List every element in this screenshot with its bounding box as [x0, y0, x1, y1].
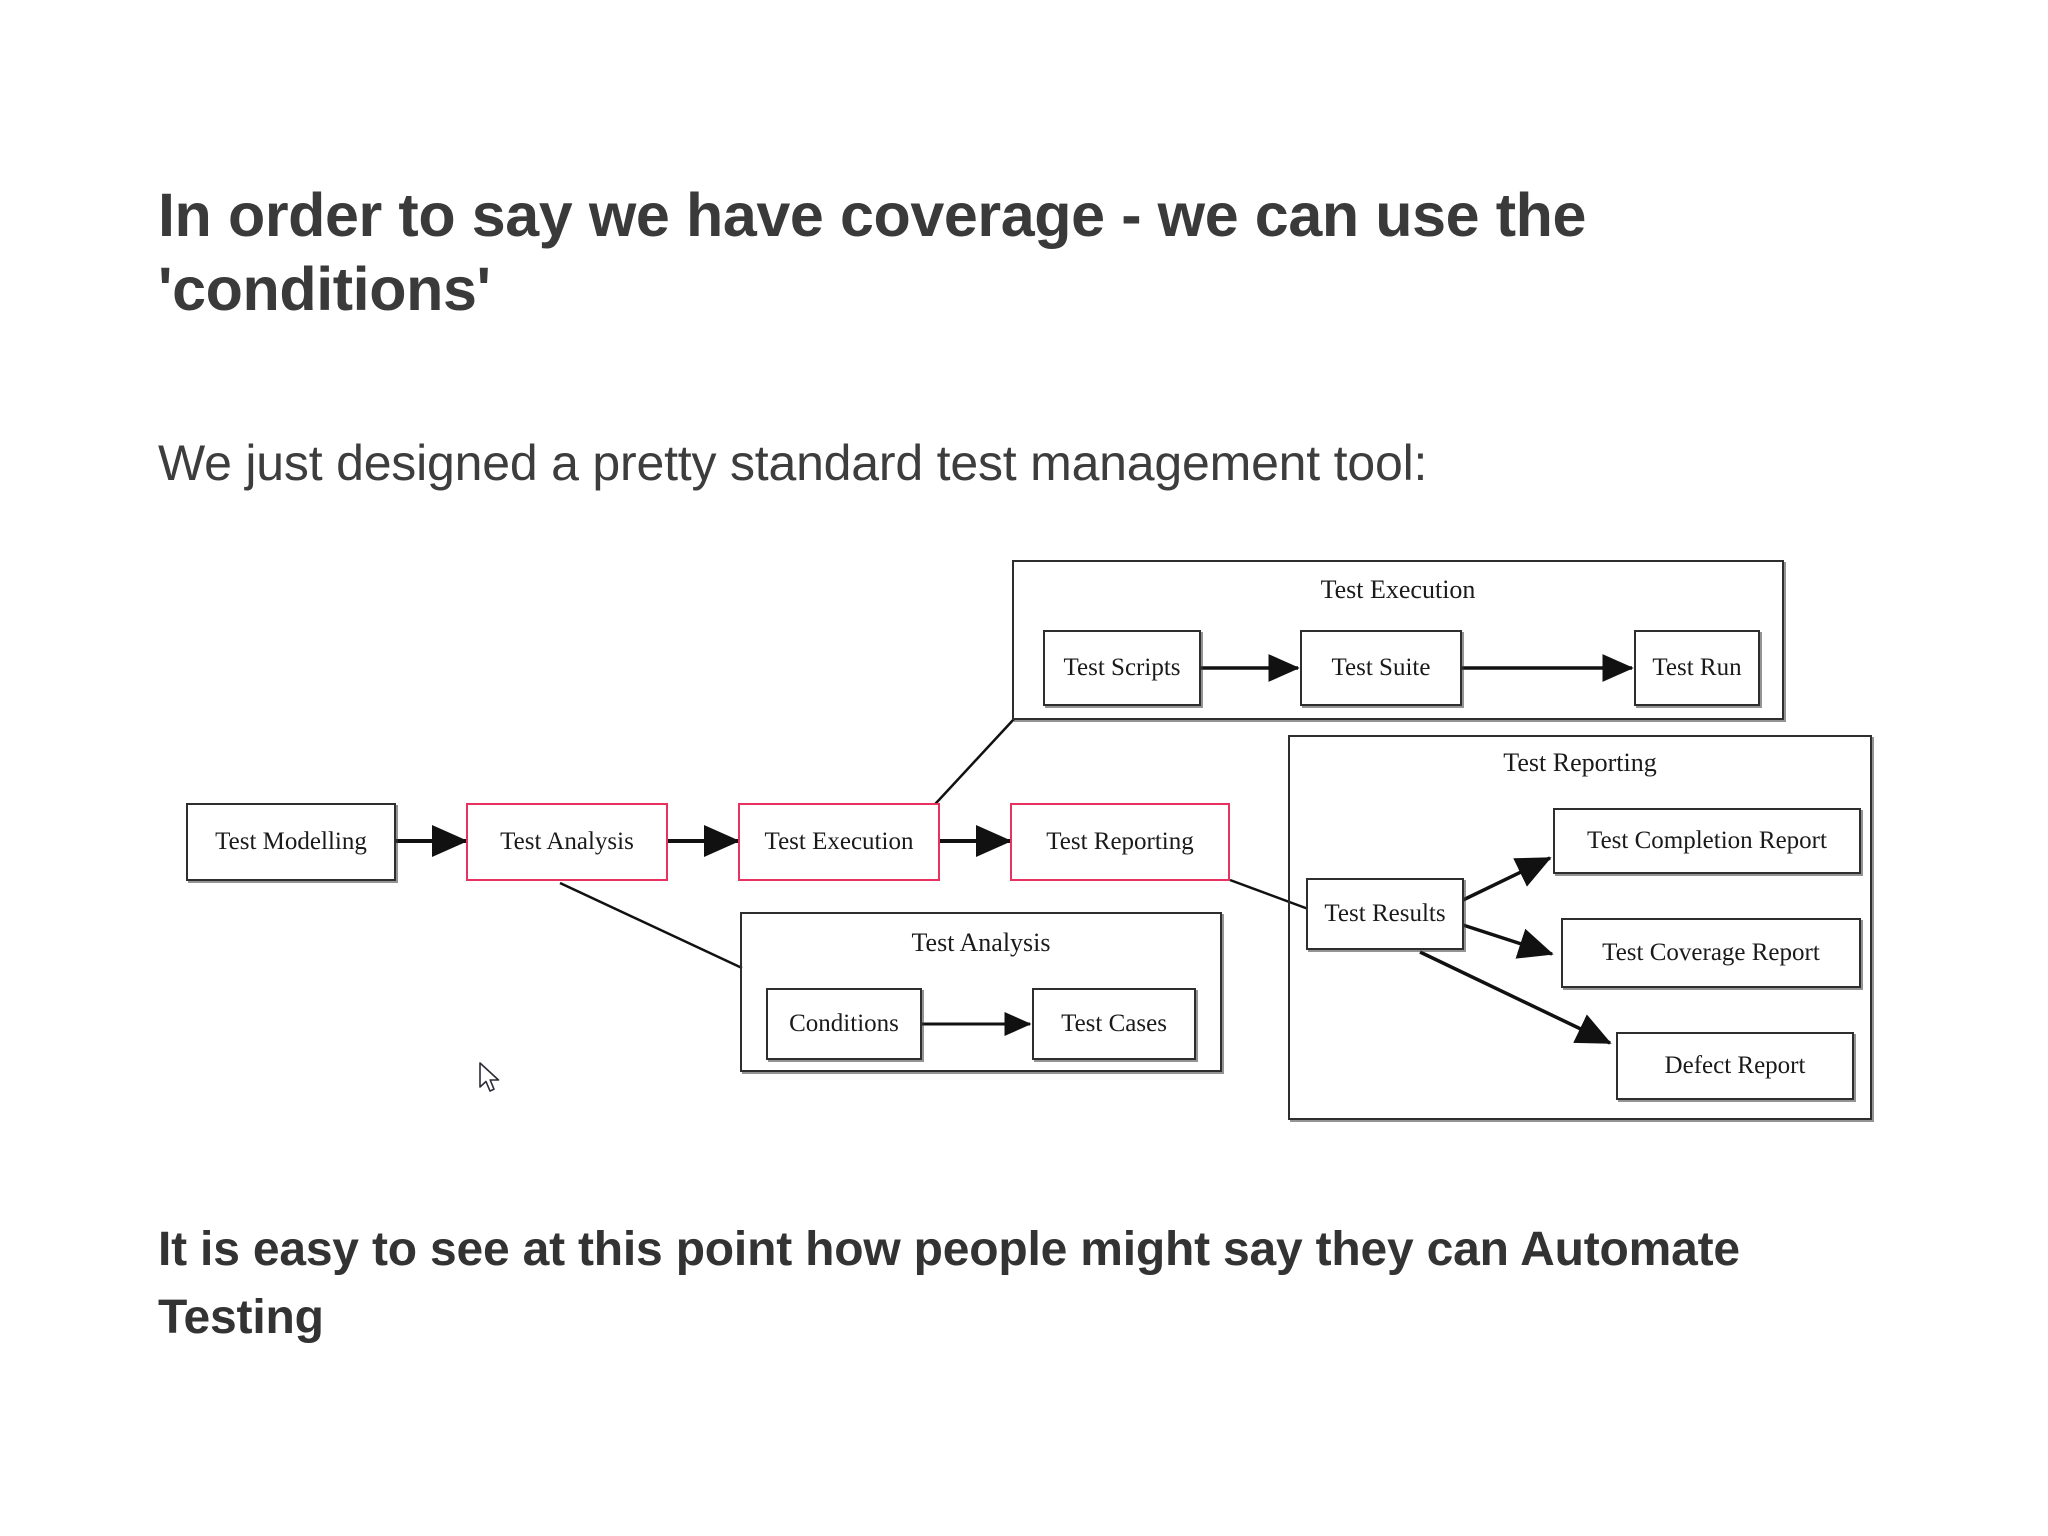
node-test-results[interactable]: Test Results — [1306, 878, 1464, 950]
group-test-analysis — [740, 912, 1222, 1072]
page-title: In order to say we have coverage - we ca… — [158, 181, 1587, 324]
arrow-results-to-defect-report — [1419, 950, 1612, 1045]
arrow-results-to-completion-report — [1462, 856, 1552, 902]
node-test-run[interactable]: Test Run — [1634, 630, 1760, 706]
node-test-scripts[interactable]: Test Scripts — [1043, 630, 1201, 706]
leader-execution-to-group — [899, 718, 1015, 843]
node-conditions[interactable]: Conditions — [766, 988, 922, 1060]
group-test-execution — [1012, 560, 1784, 720]
leader-reporting-to-group — [1229, 878, 1339, 922]
group-test-analysis-title: Test Analysis — [911, 928, 1051, 957]
node-test-modelling[interactable]: Test Modelling — [186, 803, 396, 881]
group-test-reporting-title: Test Reporting — [1503, 748, 1657, 777]
group-test-execution-title: Test Execution — [1320, 575, 1476, 604]
node-test-analysis[interactable]: Test Analysis — [466, 803, 668, 881]
node-test-reporting[interactable]: Test Reporting — [1010, 803, 1230, 881]
node-test-execution[interactable]: Test Execution — [738, 803, 940, 881]
node-defect-report[interactable]: Defect Report — [1616, 1032, 1854, 1100]
group-test-reporting — [1288, 735, 1872, 1120]
node-test-cases[interactable]: Test Cases — [1032, 988, 1196, 1060]
slide-footer-text: It is easy to see at this point how peop… — [158, 1223, 1740, 1345]
node-test-completion-report[interactable]: Test Completion Report — [1553, 808, 1861, 874]
mouse-pointer-icon — [479, 1062, 500, 1092]
slide-subtitle: We just designed a pretty standard test … — [158, 435, 1428, 491]
arrow-results-to-coverage-report — [1462, 923, 1554, 959]
node-test-coverage-report[interactable]: Test Coverage Report — [1561, 918, 1861, 988]
leader-analysis-to-group — [559, 881, 743, 970]
node-test-suite[interactable]: Test Suite — [1300, 630, 1462, 706]
